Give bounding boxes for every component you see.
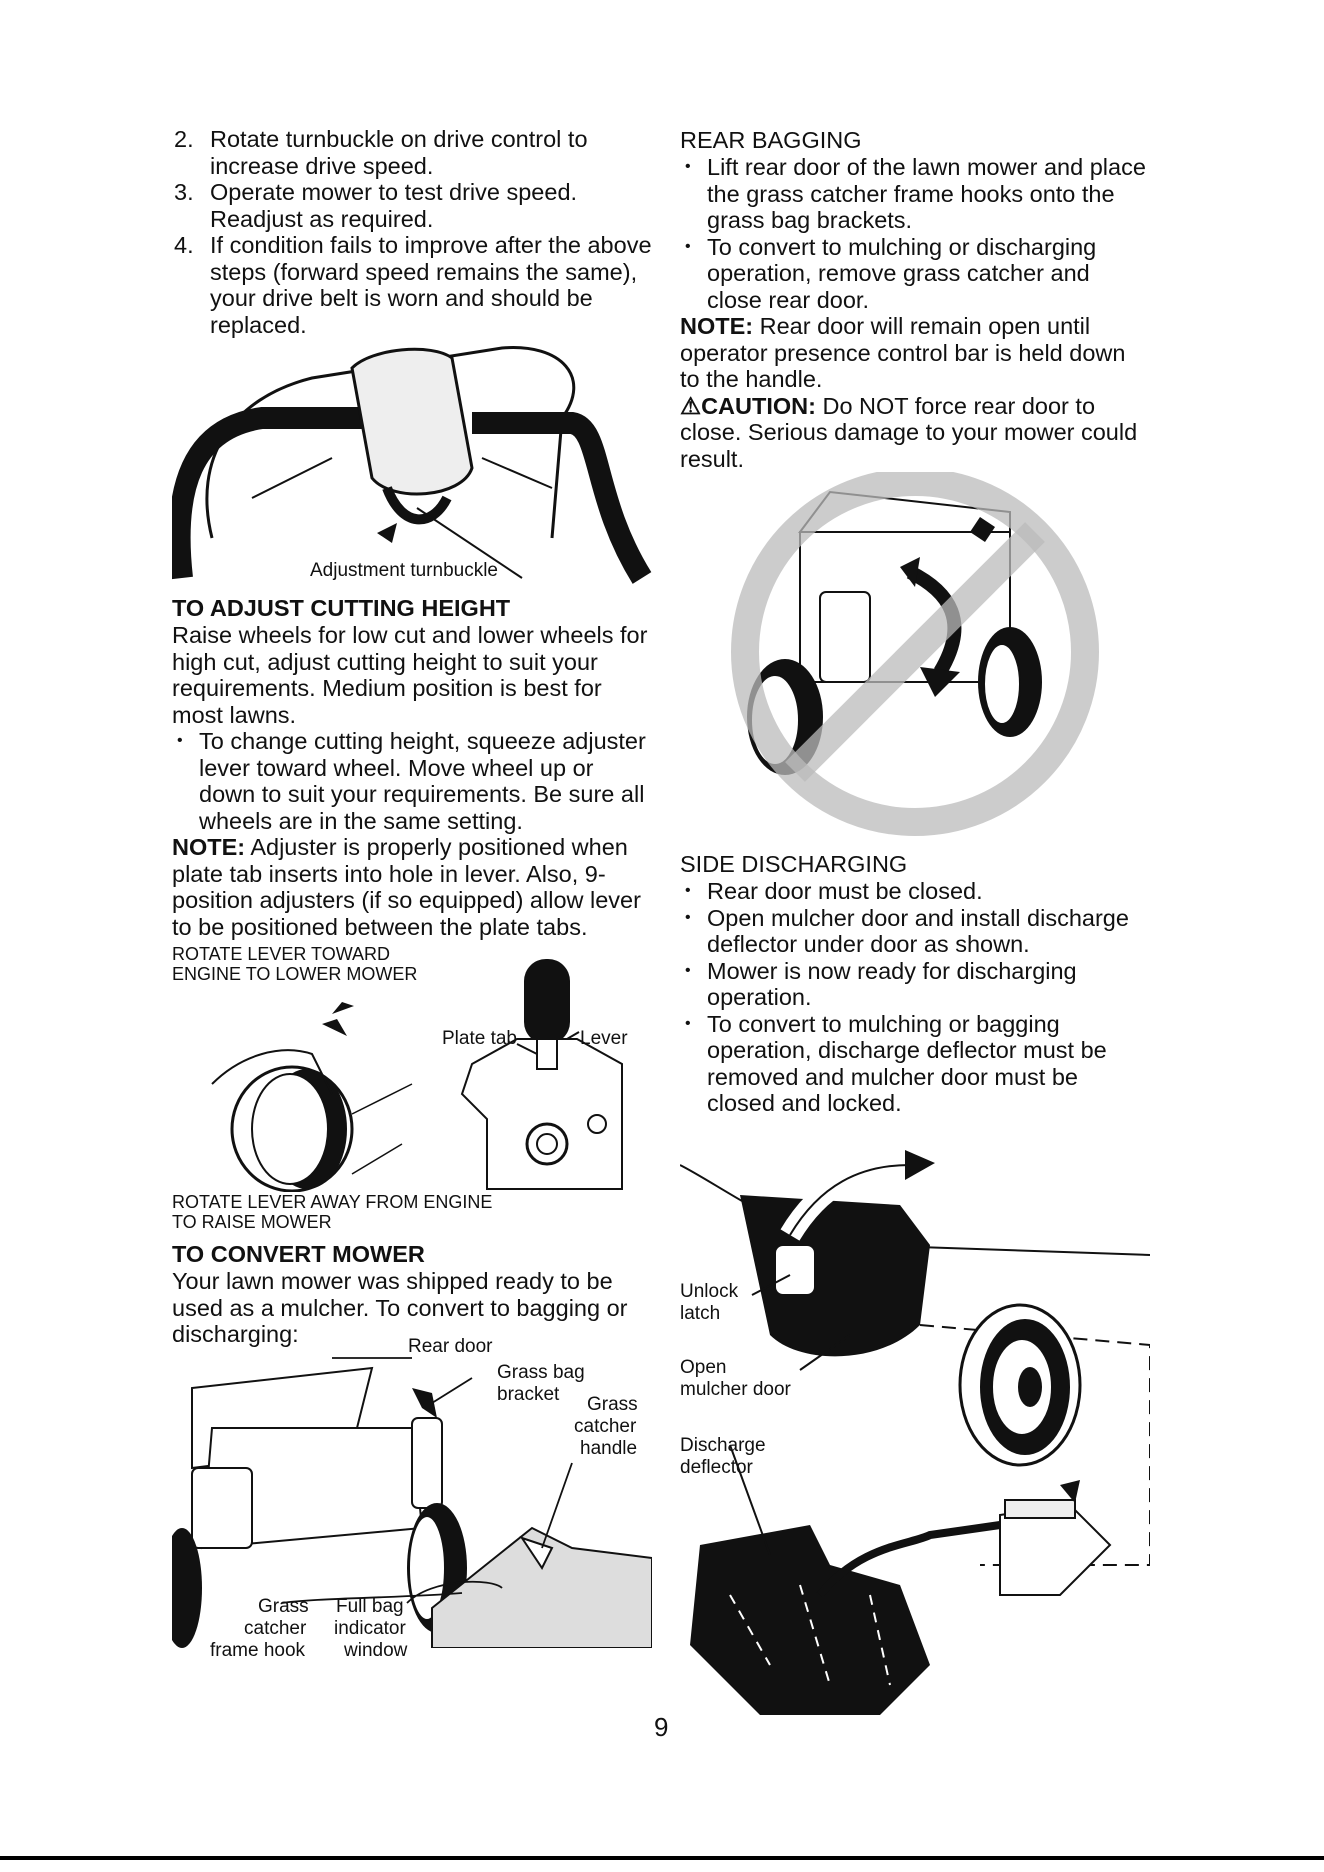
handle-illustration bbox=[172, 346, 652, 584]
grass-bag-bracket-label-1: Grass bag bbox=[497, 1361, 585, 1383]
side-discharging-bullet-3: Mower is now ready for discharging opera… bbox=[680, 958, 1150, 1011]
drive-speed-steps: 2.Rotate turnbuckle on drive control to … bbox=[172, 126, 652, 338]
page-number: 9 bbox=[654, 1712, 669, 1742]
open-mulcher-door-label-1: Open bbox=[680, 1356, 727, 1378]
cutting-height-note: NOTE: Adjuster is properly positioned wh… bbox=[172, 834, 641, 940]
rear-bagging-caution: ⚠CAUTION: Do NOT force rear door to clos… bbox=[680, 392, 1138, 472]
step-3: 3.Operate mower to test drive speed. Rea… bbox=[174, 179, 578, 232]
grass-bag-bracket-label-2: bracket bbox=[497, 1383, 560, 1405]
cutting-height-heading: TO ADJUST CUTTING HEIGHT bbox=[172, 595, 511, 621]
side-discharging-bullet-2: Open mulcher door and install discharge … bbox=[680, 905, 1150, 958]
convert-mower-text: Your lawn mower was shipped ready to be … bbox=[172, 1268, 628, 1347]
bottom-rule bbox=[0, 1856, 1324, 1860]
discharge-deflector-label-1: Discharge bbox=[680, 1434, 766, 1456]
do-not-force-door-figure bbox=[680, 472, 1150, 844]
cutting-height-bullet: To change cutting height, squeeze adjust… bbox=[172, 728, 652, 834]
rear-bagging-bullet-2: To convert to mulching or discharging op… bbox=[680, 234, 1150, 314]
step-4: 4.If condition fails to improve after th… bbox=[174, 232, 652, 338]
grass-catcher-illustration bbox=[172, 1356, 652, 1648]
unlock-latch-label-1: Unlock bbox=[680, 1280, 739, 1302]
side-discharging-heading: SIDE DISCHARGING bbox=[680, 851, 908, 877]
rear-bagging-bullet-1: Lift rear door of the lawn mower and pla… bbox=[680, 154, 1150, 234]
cutting-height-intro: Raise wheels for low cut and lower wheel… bbox=[172, 622, 648, 728]
rear-bagging-bullets: Lift rear door of the lawn mower and pla… bbox=[680, 154, 1150, 313]
prohibition-illustration bbox=[731, 472, 1099, 836]
plate-tab-label: Plate tab bbox=[442, 1028, 517, 1049]
grass-catcher-handle-label-3: handle bbox=[580, 1437, 638, 1459]
side-discharging-bullet-1: Rear door must be closed. bbox=[680, 878, 1150, 905]
side-discharging-bullet-4: To convert to mulching or bagging operat… bbox=[680, 1011, 1150, 1117]
open-mulcher-door-label-2: mulcher door bbox=[680, 1378, 791, 1400]
full-bag-label-1: Full bag bbox=[336, 1595, 404, 1617]
caution-triangle-icon: ⚠ bbox=[680, 392, 702, 419]
wheel-adjuster-illustration bbox=[211, 959, 623, 1192]
step-2: 2.Rotate turnbuckle on drive control to … bbox=[174, 126, 588, 179]
grass-catcher-handle-label-2: catcher bbox=[574, 1415, 637, 1437]
discharge-deflector-label-2: deflector bbox=[680, 1456, 753, 1478]
rear-bagging-note: NOTE: Rear door will remain open until o… bbox=[680, 313, 1126, 392]
unlock-latch-label-2: latch bbox=[680, 1302, 721, 1324]
full-bag-label-2: indicator bbox=[334, 1617, 406, 1639]
frame-hook-label-1: Grass bbox=[258, 1595, 309, 1617]
side-discharge-figure: Unlock latch Open mulcher door Discharge… bbox=[680, 1125, 1150, 1745]
lever-label: Lever bbox=[580, 1028, 628, 1049]
adjustment-turnbuckle-label: Adjustment turnbuckle bbox=[310, 560, 498, 581]
frame-hook-label-2: catcher bbox=[244, 1617, 307, 1639]
turnbuckle-figure: Adjustment turnbuckle bbox=[172, 338, 652, 588]
full-bag-label-3: window bbox=[344, 1639, 408, 1661]
rotate-toward-text: ROTATE LEVER TOWARD ENGINE TO LOWER MOWE… bbox=[172, 944, 418, 984]
left-column: 2.Rotate turnbuckle on drive control to … bbox=[172, 126, 652, 1661]
convert-mower-heading: TO CONVERT MOWER bbox=[172, 1241, 425, 1267]
rear-door-label: Rear door bbox=[408, 1335, 493, 1357]
grass-catcher-figure: Rear door Grass bag bracket Grass catche… bbox=[172, 1336, 652, 1661]
right-column: REAR BAGGING Lift rear door of the lawn … bbox=[680, 126, 1150, 1745]
frame-hook-label-3: frame hook bbox=[210, 1639, 306, 1661]
grass-catcher-handle-label-1: Grass bbox=[587, 1393, 638, 1415]
cutting-height-bullets: To change cutting height, squeeze adjust… bbox=[172, 728, 652, 834]
wheel-adjuster-figure: ROTATE LEVER TOWARD ENGINE TO LOWER MOWE… bbox=[172, 944, 652, 1192]
rear-bagging-heading: REAR BAGGING bbox=[680, 127, 862, 153]
side-discharging-bullets: Rear door must be closed. Open mulcher d… bbox=[680, 878, 1150, 1117]
side-discharge-illustration bbox=[680, 1149, 1150, 1715]
rotate-away-text: ROTATE LEVER AWAY FROM ENGINE TO RAISE M… bbox=[172, 1192, 493, 1232]
